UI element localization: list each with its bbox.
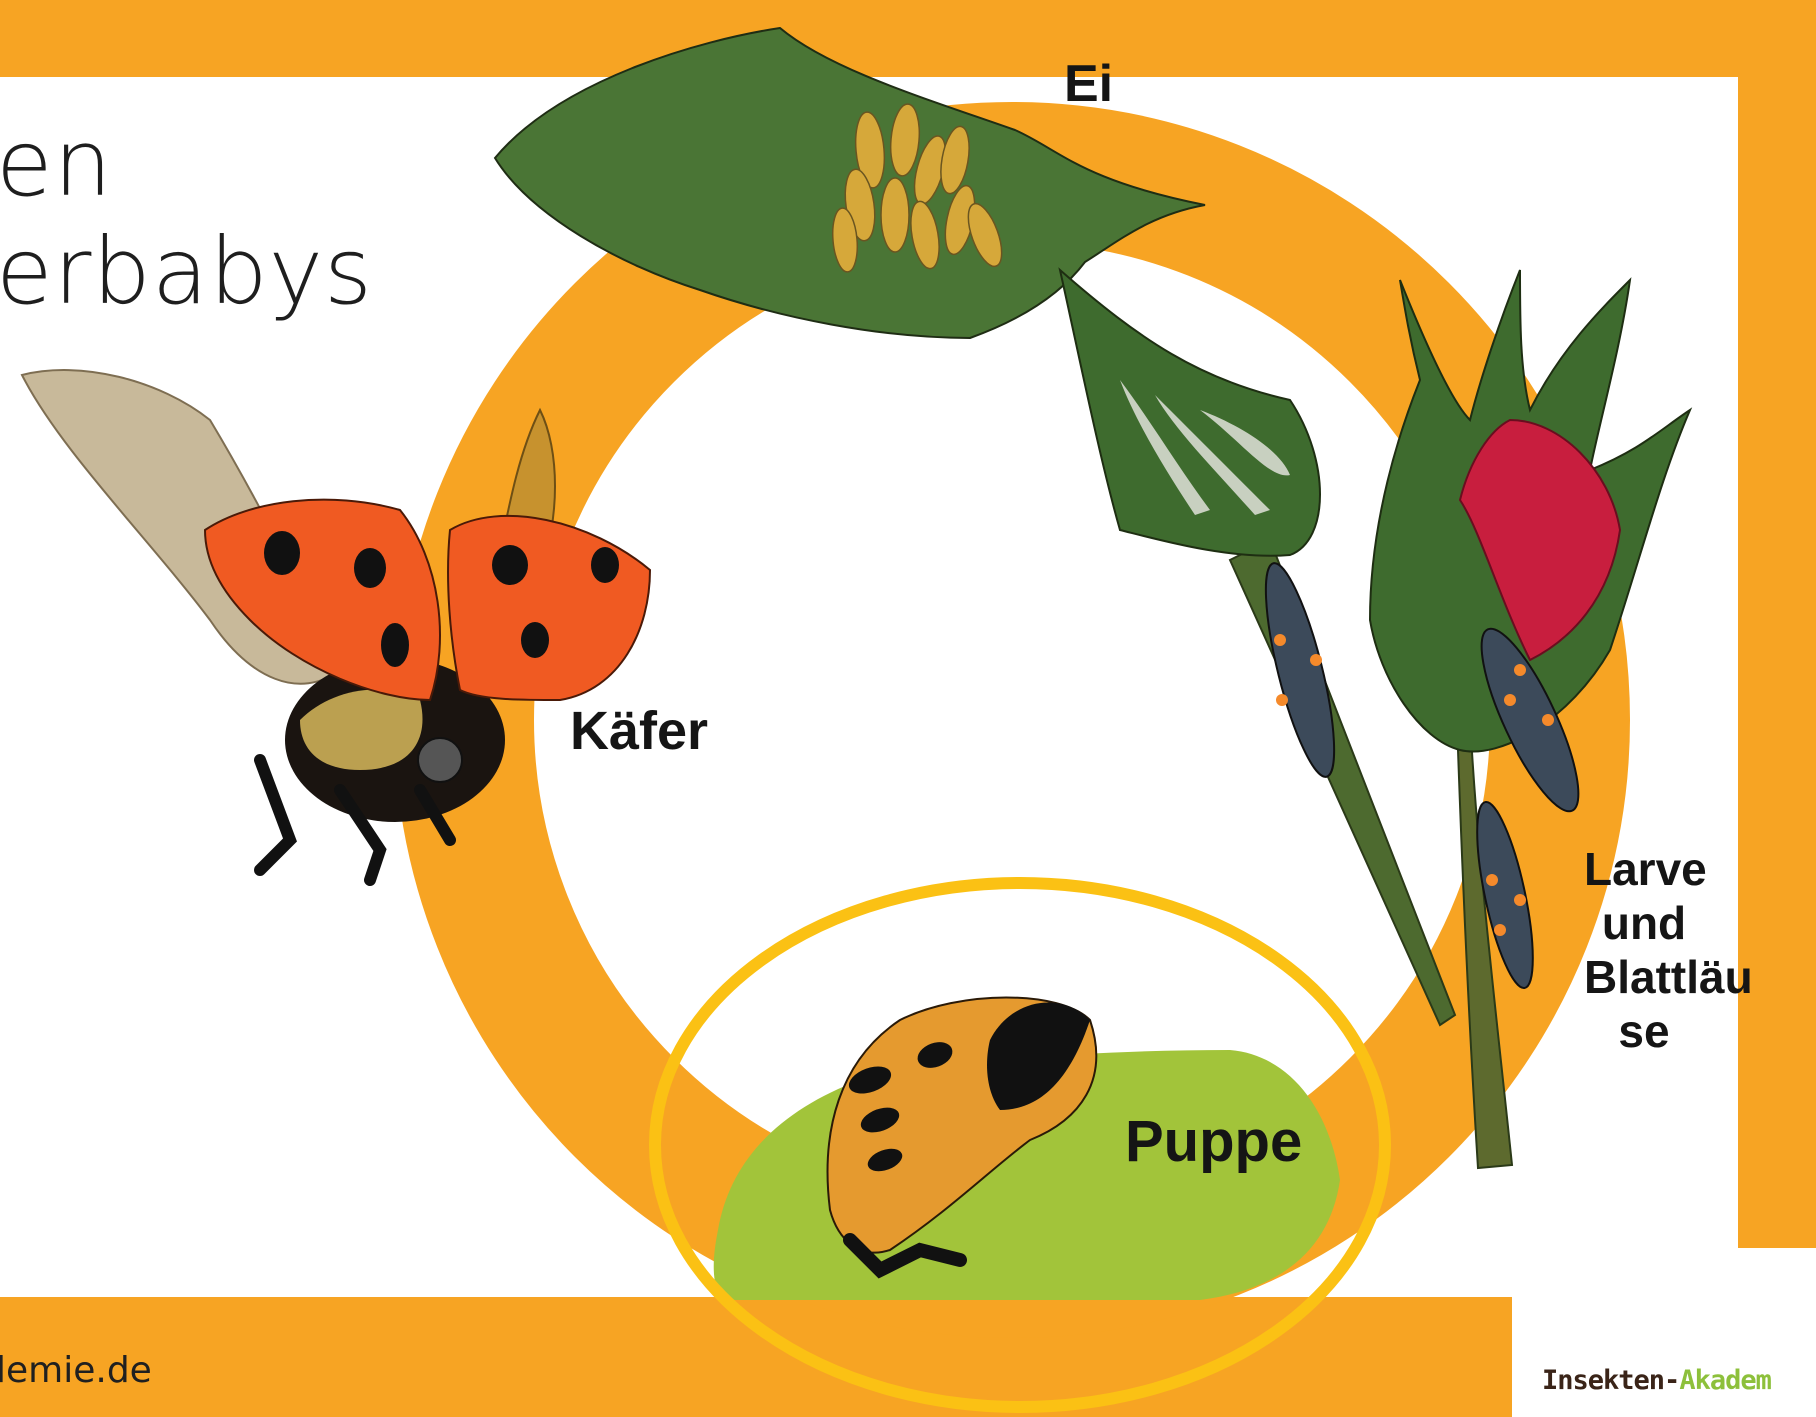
label-larva-line-1: Larve [1584, 842, 1704, 896]
label-larva-line-3: Blattläu [1584, 950, 1704, 1004]
title-line-1: en [0, 110, 113, 217]
footer-url: lemie.de [0, 1350, 152, 1391]
label-larva-line-2: und [1584, 896, 1704, 950]
label-pupa: Puppe [1125, 1108, 1302, 1175]
logo-text-part1: Insekten- [1542, 1365, 1679, 1396]
label-beetle: Käfer [570, 700, 708, 762]
logo-text-part2: Akadem [1679, 1365, 1771, 1396]
label-egg: Ei [1064, 54, 1113, 114]
title-line-2: erbabys [0, 218, 373, 325]
label-larva-line-4: se [1584, 1004, 1704, 1058]
label-larva: Larve und Blattläu se [1584, 842, 1704, 1058]
logo-text: Insekten-Akadem [1542, 1365, 1771, 1396]
logo: Insekten-Akadem [1512, 1248, 1816, 1417]
